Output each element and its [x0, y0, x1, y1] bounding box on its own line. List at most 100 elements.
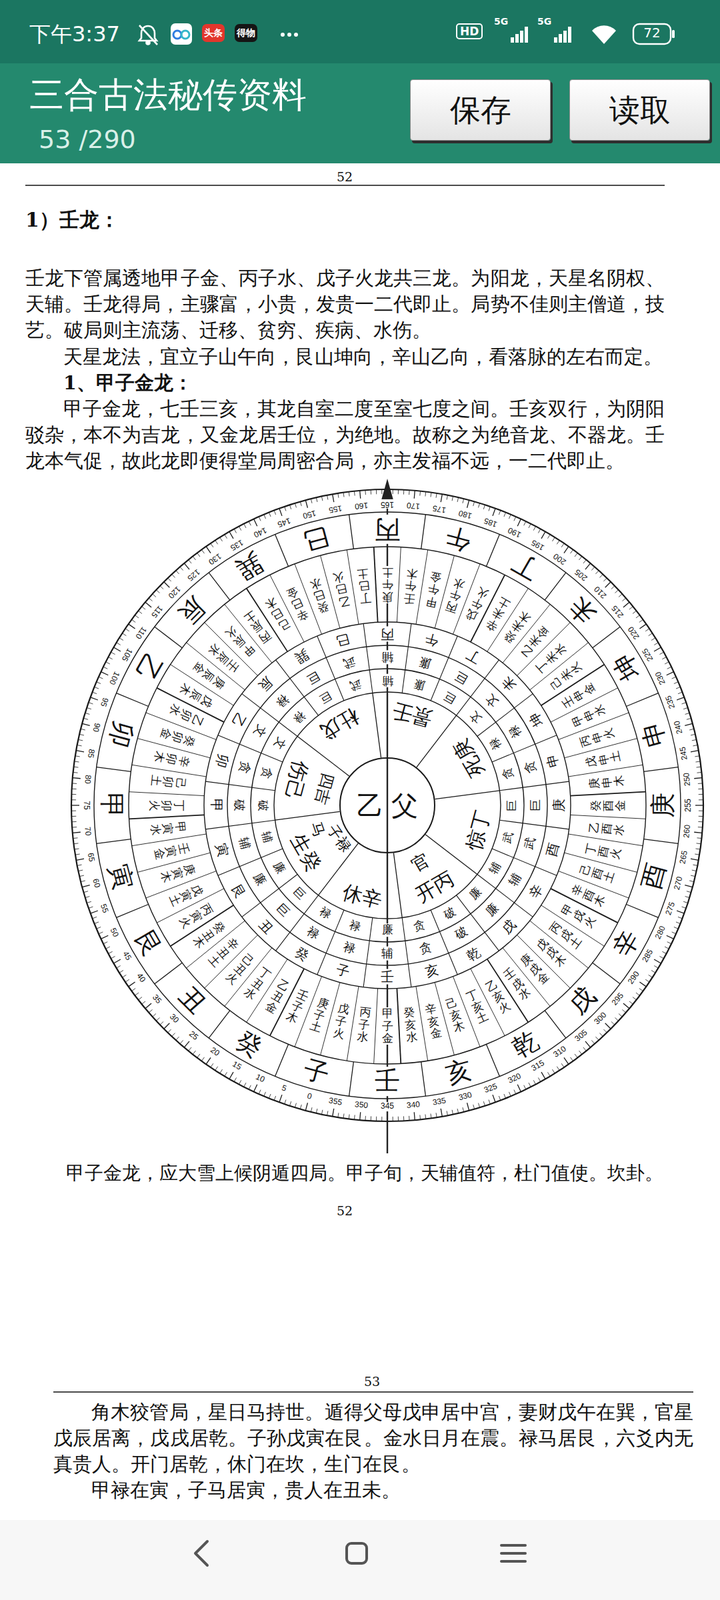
degree-tick — [583, 1047, 586, 1051]
body-text: 壬龙下管属透地甲子金、丙子水、戊子火龙共三龙。为阳龙，天星名阴权、天辅。壬龙得局… — [25, 265, 665, 344]
degree-label: 145 — [276, 515, 293, 530]
degree-tick — [72, 826, 77, 828]
status-bar — [0, 0, 720, 64]
degree-tick — [72, 832, 81, 833]
degree-tick — [343, 1113, 345, 1118]
degree-tick — [74, 842, 79, 844]
mountain-label: 申 — [636, 717, 672, 751]
degree-tick — [440, 494, 442, 502]
body-text: 甲子金龙，七壬三亥，其龙自室二度至室七度之间。壬亥双行，为阴阳驳杂，本不为吉龙，… — [25, 396, 665, 474]
dragon-label: 壬申金 — [559, 680, 598, 710]
degree-tick — [103, 942, 108, 944]
degree-tick — [119, 638, 124, 641]
degree-tick — [73, 837, 78, 839]
degree-tick — [76, 858, 84, 860]
degree-tick — [184, 563, 190, 570]
degree-tick — [676, 697, 684, 700]
degree-tick — [682, 702, 687, 704]
star-label: 巨 — [452, 668, 471, 687]
degree-tick — [690, 858, 699, 860]
ring-divider — [274, 811, 340, 820]
degree-tick — [672, 676, 676, 679]
degree-tick — [654, 959, 661, 964]
degree-tick — [106, 946, 110, 949]
star-label: 巨 — [316, 688, 334, 706]
inner-mountain-label: 巳 — [334, 630, 352, 650]
degree-tick — [686, 718, 692, 720]
degree-tick — [648, 974, 653, 978]
ring-divider — [516, 934, 570, 988]
inner-mountain-label: 辛 — [525, 880, 546, 902]
node-text: 保存 — [450, 92, 512, 128]
degree-label: 5 — [280, 1083, 289, 1094]
inner-mountain-label: 巽 — [291, 646, 312, 668]
degree-tick — [639, 619, 644, 622]
degree-tick — [678, 692, 683, 694]
degree-tick — [517, 1084, 521, 1092]
star-label: 贪 — [412, 918, 428, 934]
battery-icon — [633, 24, 675, 44]
degree-tick — [172, 574, 176, 578]
star-label: 禄 — [347, 918, 363, 934]
ring-divider — [154, 962, 182, 984]
star-label: 文 — [466, 708, 485, 726]
degree-tick — [145, 602, 152, 608]
degree-tick — [79, 734, 84, 736]
dragon-label: 癸卯金 — [158, 725, 198, 749]
degree-tick — [694, 756, 700, 757]
star-label: 巨 — [440, 688, 458, 706]
degree-tick — [599, 1033, 603, 1037]
page-number: 53 — [345, 1374, 399, 1390]
inner-mountain-label: 庚 — [551, 798, 567, 813]
degree-tick — [274, 1096, 276, 1101]
degree-tick — [698, 816, 704, 817]
degree-label: 125 — [185, 566, 203, 583]
degree-tick — [332, 494, 334, 502]
nav-bar — [0, 1520, 720, 1600]
degree-label: 325 — [482, 1081, 499, 1096]
degree-tick — [561, 543, 564, 548]
degree-tick — [77, 864, 82, 866]
degree-tick — [72, 821, 77, 822]
degree-tick — [698, 826, 703, 828]
network-type: 5G — [494, 16, 508, 28]
degree-tick — [294, 503, 296, 508]
star-label: 武 — [500, 830, 516, 846]
degree-label: 160 — [353, 500, 369, 511]
ring-divider — [96, 839, 132, 844]
degree-tick — [662, 656, 666, 659]
degree-tick — [595, 1036, 599, 1040]
subsection-heading: 1、甲子金龙： — [25, 370, 665, 396]
degree-tick — [71, 816, 76, 817]
degree-tick — [86, 708, 92, 710]
degree-tick — [492, 508, 496, 516]
ring-divider — [349, 514, 354, 550]
degree-tick — [244, 524, 246, 528]
dragon-label: 庚子土 — [307, 995, 331, 1035]
degree-tick — [210, 543, 214, 548]
page-counter: 53 /290 — [38, 124, 136, 156]
ring-divider — [486, 534, 500, 566]
degree-tick — [403, 1116, 404, 1121]
star-label: 辅 — [258, 830, 275, 846]
degree-tick — [564, 1057, 569, 1064]
degree-label: 270 — [672, 875, 685, 892]
dragon-label: 甲申水 — [569, 702, 609, 729]
degree-tick — [611, 1021, 615, 1025]
inner-mountain-label: 申 — [543, 752, 562, 770]
mountain-label: 亥 — [442, 1054, 476, 1090]
degree-tick — [316, 497, 318, 502]
degree-tick — [180, 1040, 184, 1044]
star-label: 辅 — [380, 650, 394, 665]
degree-tick — [96, 926, 101, 929]
degree-tick — [574, 1054, 578, 1058]
ring-divider — [129, 792, 205, 796]
ring-divider — [349, 1062, 354, 1097]
degree-label: 0 — [305, 1091, 314, 1102]
mountain-label: 未 — [562, 590, 602, 630]
ring-divider — [205, 781, 275, 791]
degree-tick — [659, 652, 664, 654]
ring-divider — [416, 986, 428, 1062]
dragon-label: 辛酉木 — [569, 882, 609, 909]
degree-tick — [254, 1084, 258, 1092]
